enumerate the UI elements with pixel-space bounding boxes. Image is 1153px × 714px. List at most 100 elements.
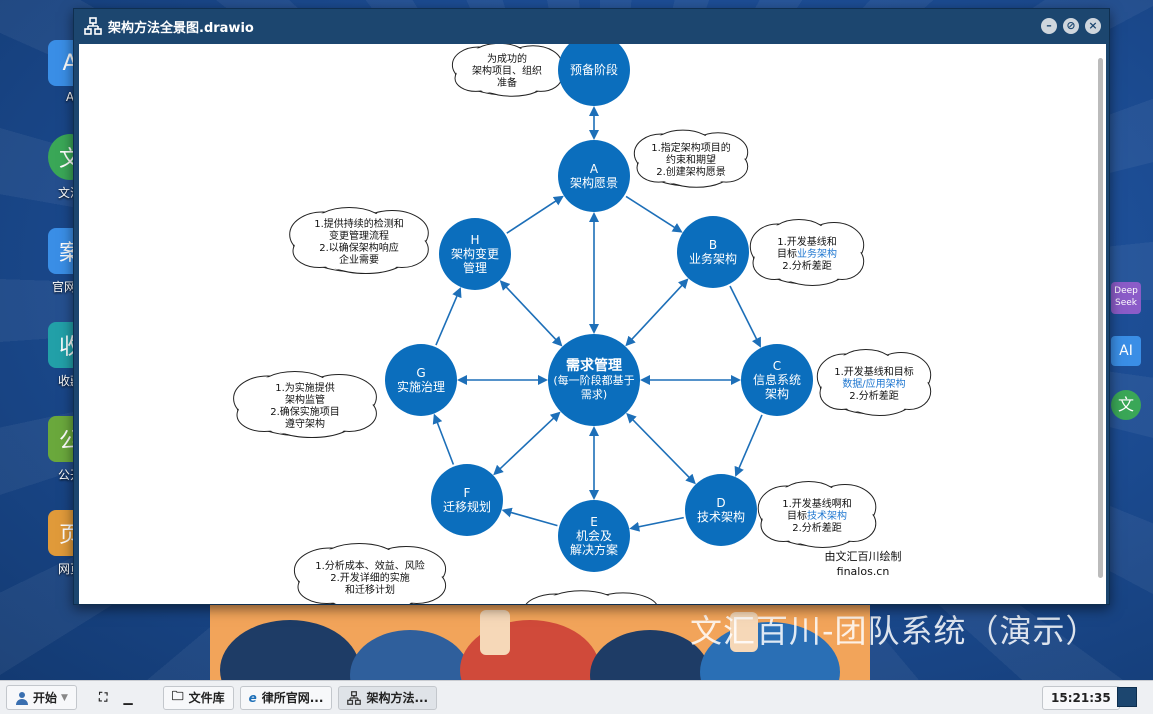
- cloud-text: 1.指定架构项目的: [651, 141, 731, 154]
- node-label: 解决方案: [570, 542, 618, 557]
- cloud-text-line: 企业需要: [339, 253, 379, 266]
- edge-c-d: [734, 414, 763, 477]
- chevron-down-icon: ▼: [61, 692, 68, 703]
- node-label: F: [464, 486, 471, 500]
- cloud-text: 2.分析差距: [792, 521, 842, 534]
- taskbar-item-label: 律所官网...: [261, 691, 324, 705]
- start-button[interactable]: 开始 ▼: [6, 685, 77, 710]
- taskbar: 开始 ▼ ⛶ ▁ 🗀 文件库 e 律所官网... 架构方法... 15:21:3…: [0, 680, 1153, 714]
- node-label: E: [590, 515, 598, 529]
- cloud-text: 2.分析差距: [782, 259, 832, 272]
- edge-e-f: [501, 507, 558, 527]
- cloud-text-line: 2.分析差距: [849, 389, 899, 402]
- drawio-window[interactable]: 架构方法全景图.drawio – ⊘ × 为成功的架构项目、组织准备 1.指定架构…: [73, 8, 1110, 605]
- taskbar-item-browser[interactable]: e 律所官网...: [239, 685, 333, 710]
- cloud-text: 1.分析成本、效益、风险: [315, 559, 425, 572]
- restore-button[interactable]: ⊘: [1063, 18, 1079, 34]
- cloud-text: 目标: [787, 510, 807, 522]
- cloud-text-line: 架构监管: [285, 393, 325, 406]
- taskbar-item-diagram[interactable]: 架构方法...: [338, 685, 438, 710]
- cloud-text: 1.开发基线和: [777, 235, 837, 248]
- minimize-all-icon: ▁: [123, 690, 133, 705]
- node-label: D: [716, 496, 725, 510]
- cloud-text: 2.开发详细的实施: [330, 571, 410, 584]
- clock: 15:21:35: [1042, 686, 1120, 710]
- cloud-text-line: 1.开发基线和目标: [834, 365, 914, 378]
- edge-center-f: [493, 411, 561, 476]
- node-circle: [741, 344, 813, 416]
- cloud-text-line: 1.开发基线啊和: [782, 497, 852, 510]
- edge-center-d: [626, 412, 696, 485]
- node-circle: [558, 44, 630, 106]
- minimize-all-button[interactable]: ▁: [115, 686, 140, 710]
- window-titlebar[interactable]: 架构方法全景图.drawio – ⊘ ×: [74, 9, 1109, 43]
- node-label: 管理: [463, 260, 487, 275]
- edge-b-c: [729, 285, 761, 348]
- cloud-text-line: 准备: [497, 76, 517, 89]
- cloud-text-line: 2.分析差距: [792, 521, 842, 534]
- node-label: G: [416, 366, 425, 380]
- node-label: 机会及: [576, 529, 612, 543]
- wenhui-rail-button[interactable]: 文: [1111, 390, 1141, 420]
- watermark-text: 文汇百川-团队系统（演示）: [690, 612, 1099, 650]
- cloud-text-line: 目标技术架构: [787, 509, 847, 522]
- cloud-text-line: 1.分析成本、效益、风险: [315, 559, 425, 572]
- ai-button[interactable]: AI: [1111, 336, 1141, 366]
- cloud-text: 和迁移计划: [345, 583, 395, 596]
- cloud-text: 技术架构: [807, 509, 847, 522]
- fullscreen-button[interactable]: ⛶: [91, 686, 115, 710]
- cloud-text-line: 为成功的: [487, 52, 527, 65]
- close-button[interactable]: ×: [1085, 18, 1101, 34]
- diagram-icon: [84, 17, 102, 35]
- node-label: 预备阶段: [570, 62, 618, 77]
- cloud-text-line: 1.指定架构项目的: [651, 141, 731, 154]
- node-label: 架构: [765, 386, 789, 401]
- cloud-text-line: 2.开发详细的实施: [330, 571, 410, 584]
- minimize-button[interactable]: –: [1041, 18, 1057, 34]
- cloud-text-line: 1.开发基线和: [777, 235, 837, 248]
- node-label: 需求管理: [566, 357, 622, 374]
- cloud-text-line: 2.确保实施项目: [270, 405, 340, 418]
- cloud-text: 架构监管: [285, 393, 325, 406]
- cloud-text: 1.开发基线啊和: [782, 497, 852, 510]
- node-circle: [558, 140, 630, 212]
- edge-center-h: [499, 280, 563, 347]
- credit-line1: 由文汇百川绘制: [825, 549, 902, 563]
- node-circle: [439, 218, 511, 290]
- node-label: B: [709, 238, 717, 252]
- node-label: 迁移规划: [443, 499, 491, 514]
- node-label: H: [470, 233, 479, 247]
- cloud-text-line: 约束和期望: [666, 153, 716, 166]
- cloud-text-line: 和迁移计划: [345, 583, 395, 596]
- cloud-text-line: 2.以确保架构响应: [319, 241, 399, 254]
- cloud-text: 为成功的: [487, 52, 527, 65]
- cloud-text: 遵守架构: [285, 417, 325, 430]
- phase-node-prep[interactable]: 预备阶段: [558, 44, 630, 106]
- taskbar-item-files[interactable]: 🗀 文件库: [162, 685, 234, 710]
- cloud-text: 2.创建架构愿景: [656, 165, 726, 178]
- edge-center-b: [625, 278, 689, 347]
- node-label: 技术架构: [697, 509, 745, 524]
- browser-icon: e: [248, 690, 257, 705]
- deepseek-button[interactable]: Deep Seek: [1111, 282, 1141, 314]
- node-circle: [558, 500, 630, 572]
- edge-h-a: [506, 195, 564, 234]
- edge-g-h: [435, 287, 462, 346]
- vertical-scrollbar[interactable]: [1098, 58, 1103, 578]
- node-label: 需求): [581, 388, 607, 401]
- show-desktop-button[interactable]: [1117, 687, 1137, 707]
